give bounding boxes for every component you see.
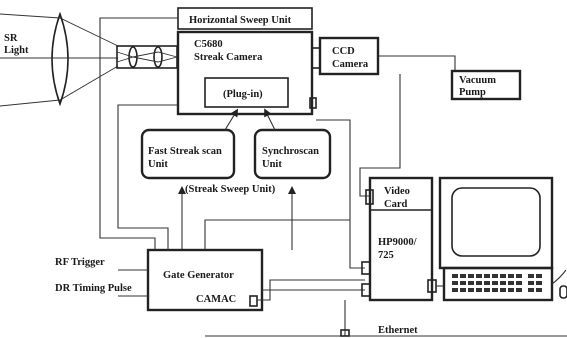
fast-to-plugin-arrow xyxy=(224,108,239,131)
gate-generator: Gate Generator CAMAC RF Trigger DR Timin… xyxy=(55,248,264,312)
input-lens-2 xyxy=(153,46,163,68)
streak-sweep-label: (Streak Sweep Unit) xyxy=(185,184,276,195)
ccd-mount xyxy=(311,47,321,69)
monitor-screen xyxy=(451,187,541,257)
plugin-label: (Plug-in) xyxy=(223,89,263,100)
hp9000-workstation: Video Card HP9000/ 725 xyxy=(361,176,444,302)
vacuum-pump-box xyxy=(450,69,522,101)
tube-ray-2 xyxy=(116,56,178,63)
sr-light-group: SR Light xyxy=(0,11,178,107)
video-card-port xyxy=(365,189,374,205)
vacuum-line xyxy=(378,55,456,71)
fast-streak-label-1: Fast Streak scan xyxy=(148,146,222,157)
ethernet-label: Ethernet xyxy=(378,325,418,336)
camac-port xyxy=(249,295,258,307)
streak-camera-label-1: C5680 xyxy=(194,39,223,50)
horizontal-sweep-label: Horizontal Sweep Unit xyxy=(189,15,292,26)
cabling xyxy=(99,17,401,301)
tube-ray-1 xyxy=(116,51,178,58)
light-ray-bottom xyxy=(0,65,119,107)
video-card-label-2: Card xyxy=(384,199,407,210)
camera-port xyxy=(309,97,317,109)
sr-light-label-2: Light xyxy=(4,45,29,56)
camac-label: CAMAC xyxy=(196,294,236,305)
input-optics-tube xyxy=(116,45,178,69)
vacuum-pump: Vacuum Pump xyxy=(378,55,522,101)
mouse-cable xyxy=(551,269,567,285)
computer-terminal xyxy=(438,176,567,302)
ccd-camera: CCD Camera xyxy=(311,36,380,76)
synchroscan-box xyxy=(253,128,332,180)
rf-trigger-label: RF Trigger xyxy=(55,257,105,268)
hp-label-1: HP9000/ xyxy=(378,237,418,248)
cable-horizontal-sweep xyxy=(99,17,178,250)
cable-camera xyxy=(117,104,178,250)
streak-sweep-units: Fast Streak scan Unit Synchroscan Unit (… xyxy=(140,108,332,250)
mouse xyxy=(559,285,567,299)
synchroscan-label-2: Unit xyxy=(262,159,282,170)
condenser-lens xyxy=(51,11,69,107)
fast-streak-box xyxy=(140,128,236,180)
ethernet-bus: Ethernet xyxy=(205,300,567,337)
input-lens-1 xyxy=(128,46,138,68)
streak-camera: C5680 Streak Camera (Plug-in) xyxy=(176,30,317,116)
streak-camera-label-2: Streak Camera xyxy=(194,52,263,63)
plugin-slot xyxy=(204,77,289,108)
cable-to-hp-1 xyxy=(349,220,365,269)
sr-light-label-1: SR xyxy=(4,33,18,44)
vacuum-pump-label-2: Pump xyxy=(459,87,486,98)
hp9000-box xyxy=(368,176,434,302)
synchroscan-label-1: Synchroscan xyxy=(262,146,319,157)
ccd-camera-label-1: CCD xyxy=(332,46,355,57)
hp-port-2 xyxy=(361,283,371,297)
hp-port-1 xyxy=(361,261,371,275)
dr-timing-label: DR Timing Pulse xyxy=(55,283,132,294)
hp-label-2: 725 xyxy=(378,250,394,261)
gate-generator-label: Gate Generator xyxy=(163,270,234,281)
video-card-label-1: Video xyxy=(384,186,410,197)
light-ray-top xyxy=(0,13,119,47)
fast-streak-label-2: Unit xyxy=(148,159,168,170)
keyboard-keys xyxy=(452,274,542,292)
ccd-camera-label-2: Camera xyxy=(332,59,369,70)
horizontal-sweep-unit: Horizontal Sweep Unit xyxy=(177,7,313,30)
synchro-to-plugin-arrow xyxy=(264,108,276,131)
vacuum-pump-label-1: Vacuum xyxy=(459,75,496,86)
ethernet-tap xyxy=(340,329,350,337)
streak-camera-box xyxy=(176,30,314,116)
cable-ccd-video xyxy=(359,74,401,197)
